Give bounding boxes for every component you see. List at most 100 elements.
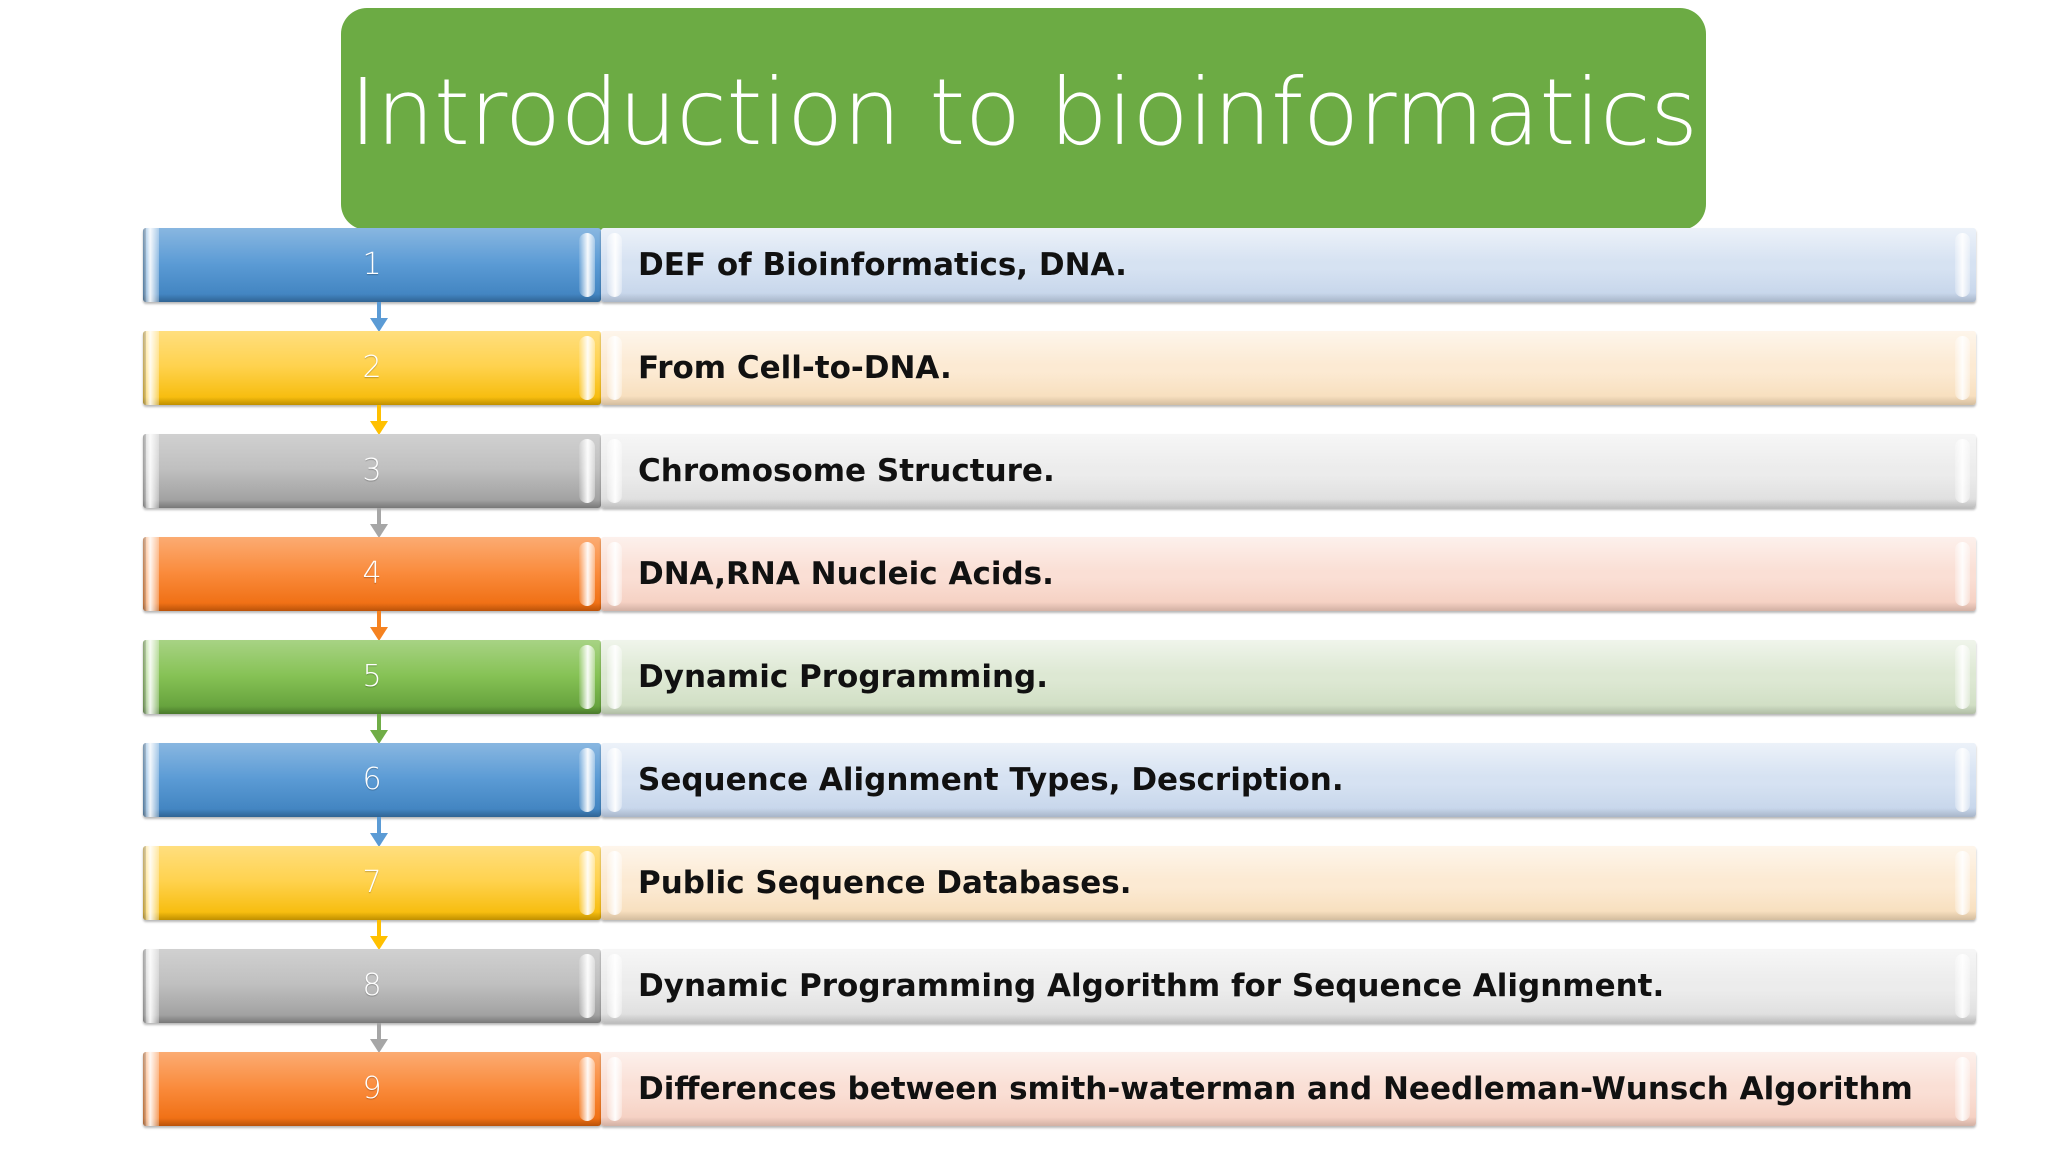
row-number-bar[interactable]: 7: [143, 846, 601, 920]
row-label: Differences between smith-waterman and N…: [638, 1071, 1913, 1107]
panel-bot-shade: [601, 396, 1976, 405]
row-text-panel[interactable]: DNA,RNA Nucleic Acids.: [601, 537, 1976, 611]
panel-cap-r: [1955, 439, 1970, 503]
bar-cap-r: [579, 439, 595, 503]
panel-bevel-l: [607, 851, 622, 915]
row-label: From Cell-to-DNA.: [638, 350, 952, 386]
row-number: 9: [362, 1071, 382, 1106]
panel-top-sheen: [601, 537, 1976, 571]
bar-bot-shade: [143, 809, 601, 817]
bar-bevel-l: [143, 434, 159, 508]
row-text-panel[interactable]: Dynamic Programming.: [601, 640, 1976, 714]
bar-top-sheen: [143, 537, 601, 573]
panel-top-sheen: [601, 228, 1976, 262]
row-number-bar[interactable]: 2: [143, 331, 601, 405]
down-arrow-icon: [370, 302, 388, 332]
panel-bevel-l: [607, 439, 622, 503]
arrow-shaft: [377, 1023, 381, 1042]
bar-bot-shade: [143, 1015, 601, 1023]
row-text-panel[interactable]: DEF of Bioinformatics, DNA.: [601, 228, 1976, 302]
down-arrow-icon: [370, 920, 388, 950]
arrow-shaft: [377, 508, 381, 527]
row-number-bar[interactable]: 1: [143, 228, 601, 302]
bar-cap-r: [579, 233, 595, 297]
panel-bevel-l: [607, 542, 622, 606]
row-text-panel[interactable]: Sequence Alignment Types, Description.: [601, 743, 1976, 817]
panel-bevel-l: [607, 336, 622, 400]
panel-bevel-l: [607, 233, 622, 297]
arrow-shaft: [377, 920, 381, 939]
bar-cap-r: [579, 954, 595, 1018]
row-number-bar[interactable]: 4: [143, 537, 601, 611]
row-label: Sequence Alignment Types, Description.: [638, 762, 1344, 798]
row-text-panel[interactable]: Public Sequence Databases.: [601, 846, 1976, 920]
row-text-panel[interactable]: Dynamic Programming Algorithm for Sequen…: [601, 949, 1976, 1023]
row-number-bar-fill: [143, 434, 601, 508]
bar-bevel-l: [143, 1052, 159, 1126]
panel-top-sheen: [601, 949, 1976, 983]
arrow-shaft: [377, 302, 381, 321]
panel-bot-shade: [601, 293, 1976, 302]
panel-top-sheen: [601, 1052, 1976, 1086]
row-label: Chromosome Structure.: [638, 453, 1055, 489]
row-label: DEF of Bioinformatics, DNA.: [638, 247, 1127, 283]
arrow-head: [370, 318, 388, 332]
arrow-head: [370, 833, 388, 847]
row-number-bar[interactable]: 5: [143, 640, 601, 714]
row-number-bar[interactable]: 6: [143, 743, 601, 817]
arrow-shaft: [377, 817, 381, 836]
down-arrow-icon: [370, 1023, 388, 1053]
row-label: Public Sequence Databases.: [638, 865, 1132, 901]
row-number-bar-fill: [143, 743, 601, 817]
bar-top-sheen: [143, 640, 601, 676]
panel-top-sheen: [601, 846, 1976, 880]
row-number: 6: [362, 762, 382, 797]
row-number-bar[interactable]: 3: [143, 434, 601, 508]
row-number: 1: [362, 247, 382, 282]
row-label: Dynamic Programming Algorithm for Sequen…: [638, 968, 1665, 1004]
row-number-bar-fill: [143, 228, 601, 302]
panel-cap-r: [1955, 1057, 1970, 1121]
panel-top-sheen: [601, 743, 1976, 777]
process-row: 6 Sequence Alignment Types, Description.: [0, 743, 2048, 847]
row-text-panel[interactable]: Differences between smith-waterman and N…: [601, 1052, 1976, 1126]
process-row: 9 Differences between smith-waterman and …: [0, 1052, 2048, 1155]
bar-bevel-l: [143, 228, 159, 302]
panel-bot-shade: [601, 499, 1976, 508]
row-text-panel[interactable]: From Cell-to-DNA.: [601, 331, 1976, 405]
down-arrow-icon: [370, 508, 388, 538]
page-title: Introduction to bioinformatics: [349, 59, 1698, 166]
process-row: 2 From Cell-to-DNA.: [0, 331, 2048, 435]
row-label: Dynamic Programming.: [638, 659, 1048, 695]
panel-bevel-l: [607, 645, 622, 709]
process-row: 8 Dynamic Programming Algorithm for Seque…: [0, 949, 2048, 1053]
bar-bot-shade: [143, 603, 601, 611]
process-row: 1 DEF of Bioinformatics, DNA.: [0, 228, 2048, 332]
bar-bevel-l: [143, 331, 159, 405]
row-number-bar[interactable]: 9: [143, 1052, 601, 1126]
bar-cap-r: [579, 645, 595, 709]
panel-bot-shade: [601, 602, 1976, 611]
arrow-head: [370, 627, 388, 641]
process-row: 7 Public Sequence Databases.: [0, 846, 2048, 950]
row-text-panel[interactable]: Chromosome Structure.: [601, 434, 1976, 508]
bar-bot-shade: [143, 397, 601, 405]
arrow-head: [370, 524, 388, 538]
row-number-bar-fill: [143, 1052, 601, 1126]
bar-top-sheen: [143, 434, 601, 470]
down-arrow-icon: [370, 405, 388, 435]
panel-cap-r: [1955, 954, 1970, 1018]
row-number-bar-fill: [143, 331, 601, 405]
panel-top-sheen: [601, 331, 1976, 365]
panel-bot-shade: [601, 911, 1976, 920]
bar-cap-r: [579, 851, 595, 915]
panel-top-sheen: [601, 434, 1976, 468]
bar-bot-shade: [143, 1118, 601, 1126]
panel-cap-r: [1955, 748, 1970, 812]
bar-top-sheen: [143, 331, 601, 367]
row-number-bar-fill: [143, 846, 601, 920]
row-number-bar[interactable]: 8: [143, 949, 601, 1023]
bar-bot-shade: [143, 912, 601, 920]
